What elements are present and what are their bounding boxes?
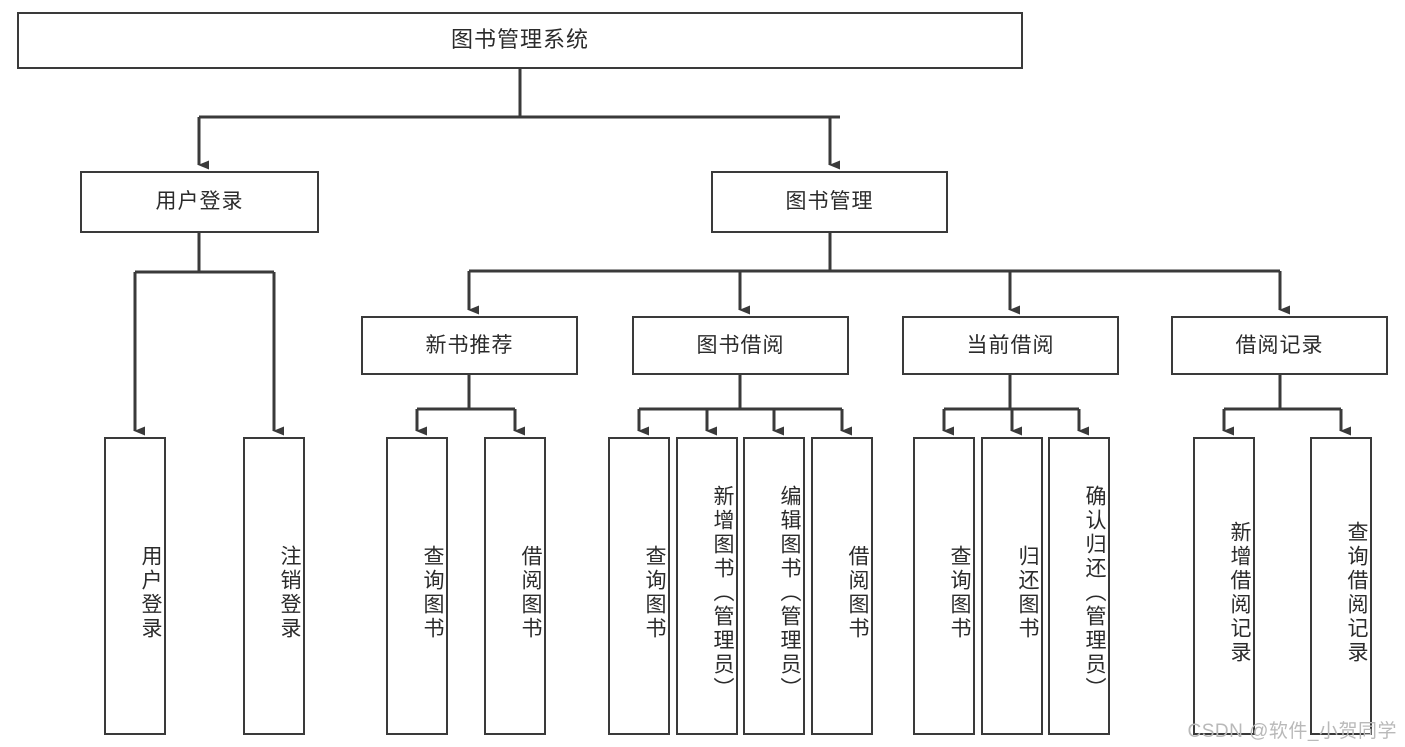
leaf-edit-book-admin[interactable]: 编辑图书（管理员） bbox=[743, 437, 805, 735]
node-current-borrow[interactable]: 当前借阅 bbox=[902, 316, 1119, 375]
leaf-edit-book-admin-label: 编辑图书（管理员） bbox=[778, 485, 801, 701]
leaf-query-borrow-record[interactable]: 查询借阅记录 bbox=[1310, 437, 1372, 735]
leaf-query-book-current[interactable]: 查询图书 bbox=[913, 437, 975, 735]
node-root-system-label: 图书管理系统 bbox=[450, 27, 589, 53]
leaf-query-book-newbook-label: 查询图书 bbox=[421, 545, 444, 641]
leaf-confirm-return-admin[interactable]: 确认归还（管理员） bbox=[1048, 437, 1110, 735]
leaf-confirm-return-admin-label: 确认归还（管理员） bbox=[1083, 485, 1106, 701]
leaf-user-login[interactable]: 用户登录 bbox=[104, 437, 166, 735]
node-user-login-label: 用户登录 bbox=[155, 190, 244, 214]
leaf-add-borrow-record-label: 新增借阅记录 bbox=[1228, 521, 1251, 665]
leaf-add-book-admin[interactable]: 新增图书（管理员） bbox=[676, 437, 738, 735]
leaf-logout[interactable]: 注销登录 bbox=[243, 437, 305, 735]
node-new-book-recommend-label: 新书推荐 bbox=[425, 333, 514, 357]
node-new-book-recommend[interactable]: 新书推荐 bbox=[361, 316, 578, 375]
leaf-return-book-label: 归还图书 bbox=[1016, 545, 1039, 641]
leaf-query-book-newbook[interactable]: 查询图书 bbox=[386, 437, 448, 735]
leaf-borrow-book-newbook[interactable]: 借阅图书 bbox=[484, 437, 546, 735]
leaf-borrow-book[interactable]: 借阅图书 bbox=[811, 437, 873, 735]
node-user-login[interactable]: 用户登录 bbox=[80, 171, 319, 233]
leaf-query-borrow-record-label: 查询借阅记录 bbox=[1345, 521, 1368, 665]
node-borrow-record-label: 借阅记录 bbox=[1235, 333, 1324, 357]
node-current-borrow-label: 当前借阅 bbox=[966, 333, 1055, 357]
leaf-query-book-borrow-label: 查询图书 bbox=[643, 545, 666, 641]
node-book-management-label: 图书管理 bbox=[785, 190, 874, 214]
leaf-logout-label: 注销登录 bbox=[278, 545, 301, 641]
node-book-borrow[interactable]: 图书借阅 bbox=[632, 316, 849, 375]
node-root-system[interactable]: 图书管理系统 bbox=[17, 12, 1023, 69]
leaf-return-book[interactable]: 归还图书 bbox=[981, 437, 1043, 735]
leaf-user-login-label: 用户登录 bbox=[139, 545, 162, 641]
watermark-text: CSDN @软件_小贺同学 bbox=[1187, 721, 1397, 742]
node-book-borrow-label: 图书借阅 bbox=[696, 333, 785, 357]
node-borrow-record[interactable]: 借阅记录 bbox=[1171, 316, 1388, 375]
leaf-query-book-current-label: 查询图书 bbox=[948, 545, 971, 641]
leaf-query-book-borrow[interactable]: 查询图书 bbox=[608, 437, 670, 735]
leaf-add-book-admin-label: 新增图书（管理员） bbox=[711, 485, 734, 701]
node-book-management[interactable]: 图书管理 bbox=[711, 171, 948, 233]
leaf-borrow-book-label: 借阅图书 bbox=[846, 545, 869, 641]
leaf-add-borrow-record[interactable]: 新增借阅记录 bbox=[1193, 437, 1255, 735]
leaf-borrow-book-newbook-label: 借阅图书 bbox=[519, 545, 542, 641]
